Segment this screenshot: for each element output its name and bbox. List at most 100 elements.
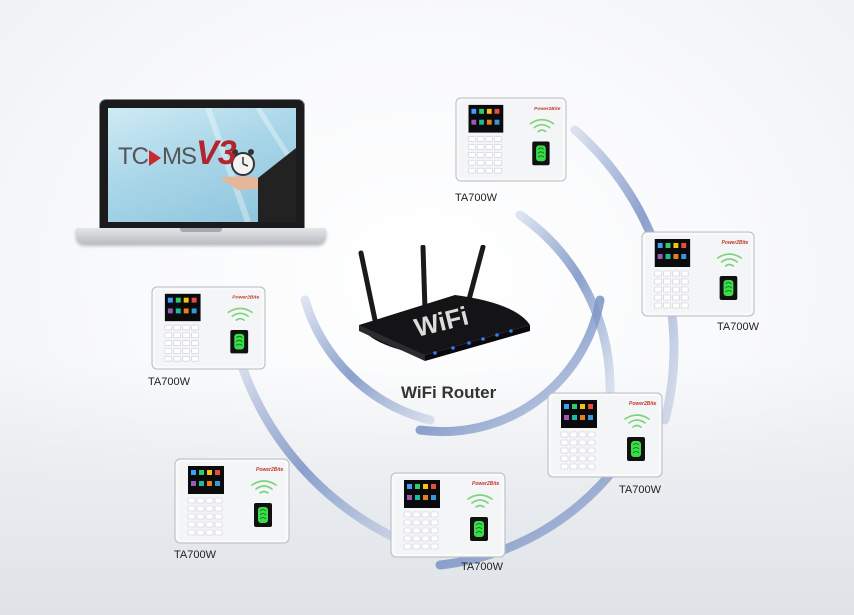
keypad-key (578, 447, 587, 454)
keypad-key (560, 431, 569, 438)
wifi-icon (624, 414, 650, 428)
keypad-key (430, 535, 439, 542)
keypad-key (173, 324, 182, 331)
keypad-key (191, 348, 199, 354)
keypad-key (214, 505, 223, 512)
keypad-key (187, 505, 196, 512)
keypad-key (164, 348, 173, 354)
keypad-key (672, 286, 680, 293)
keypad-key (182, 324, 190, 331)
keypad-key (654, 294, 662, 301)
keypad-key (485, 152, 493, 158)
keypad-key (476, 136, 485, 142)
signal-arc-1 (415, 295, 605, 437)
keypad-key (187, 521, 196, 528)
keypad-key (182, 356, 190, 362)
device-label: TA700W (461, 561, 503, 573)
keypad-key (654, 302, 662, 309)
logo-version-v: V (196, 134, 219, 172)
keypad-key (680, 270, 689, 277)
keypad-key (672, 270, 680, 277)
keypad-key (587, 431, 596, 438)
keypad-key (191, 332, 199, 339)
keypad-key (560, 455, 569, 462)
keypad-key (578, 455, 587, 462)
ta700w-device: Power2Bite (174, 458, 290, 544)
keypad-key (421, 511, 430, 518)
signal-arc-2 (300, 295, 435, 425)
keypad-key (214, 497, 223, 504)
keypad-key (412, 527, 421, 534)
logo-prefix: TC (118, 143, 149, 170)
ta700w-device: Power2Bite (455, 97, 567, 182)
antenna-middle (420, 245, 428, 313)
antenna-right (464, 245, 486, 310)
screen-artwork (205, 108, 296, 222)
keypad-key (214, 513, 223, 520)
router-label: WiFi Router (401, 383, 497, 402)
keypad-key (403, 527, 412, 534)
keypad-key (205, 497, 214, 504)
keypad-key (196, 521, 205, 528)
play-icon (149, 149, 161, 166)
keypad-key (680, 294, 689, 301)
brand-label: Power2Bite (232, 295, 259, 301)
keypad-key (587, 439, 596, 446)
keypad-key (672, 294, 680, 301)
wifi-router: WiFi (358, 245, 530, 361)
keypad-key (494, 152, 502, 158)
keypad-key (187, 513, 196, 520)
keypad-key (196, 529, 205, 536)
keypad-key (187, 529, 196, 536)
businessman-sleeve (258, 148, 296, 222)
keypad-key (421, 543, 430, 550)
keypad-key (663, 286, 671, 293)
keypad-key (430, 527, 439, 534)
keypad-key (569, 447, 578, 454)
keypad-key (164, 356, 173, 362)
keypad-key (494, 159, 502, 166)
alarm-clock-icon (231, 149, 255, 176)
router-body (359, 295, 530, 355)
keypad-key (663, 294, 671, 301)
keypad-key (403, 511, 412, 518)
keypad-key (654, 270, 662, 277)
keypad-key (412, 543, 421, 550)
device-label: TA700W (717, 321, 759, 333)
keypad-key (485, 159, 493, 166)
keypad-key (569, 455, 578, 462)
keypad-key (205, 529, 214, 536)
keypad-key (663, 302, 671, 309)
keypad-key (430, 511, 439, 518)
keypad-key (205, 513, 214, 520)
router-leds (433, 329, 513, 355)
keypad-key (191, 340, 199, 346)
keypad-key (412, 511, 421, 518)
keypad-key (182, 348, 190, 354)
brand-label: Power2Bite (256, 467, 283, 473)
keypad-key (654, 286, 662, 293)
signal-arc-5 (235, 355, 405, 545)
keypad-key (468, 136, 476, 142)
keypad-key (196, 513, 205, 520)
keypad-key (191, 324, 199, 331)
keypad-key (560, 447, 569, 454)
keypad-key (468, 167, 476, 174)
keypad-key (164, 340, 173, 346)
wifi-icon (227, 307, 253, 321)
keypad-key (578, 431, 587, 438)
keypad-key (421, 535, 430, 542)
keypad-key (187, 497, 196, 504)
keypad-key (173, 348, 182, 354)
keypad-key (494, 144, 502, 150)
keypad-key (569, 439, 578, 446)
device-label: TA700W (455, 192, 497, 204)
keypad-key (214, 529, 223, 536)
keypad-key (476, 152, 485, 158)
keypad-key (680, 302, 689, 309)
keypad-key (403, 543, 412, 550)
keypad-key (191, 356, 199, 362)
